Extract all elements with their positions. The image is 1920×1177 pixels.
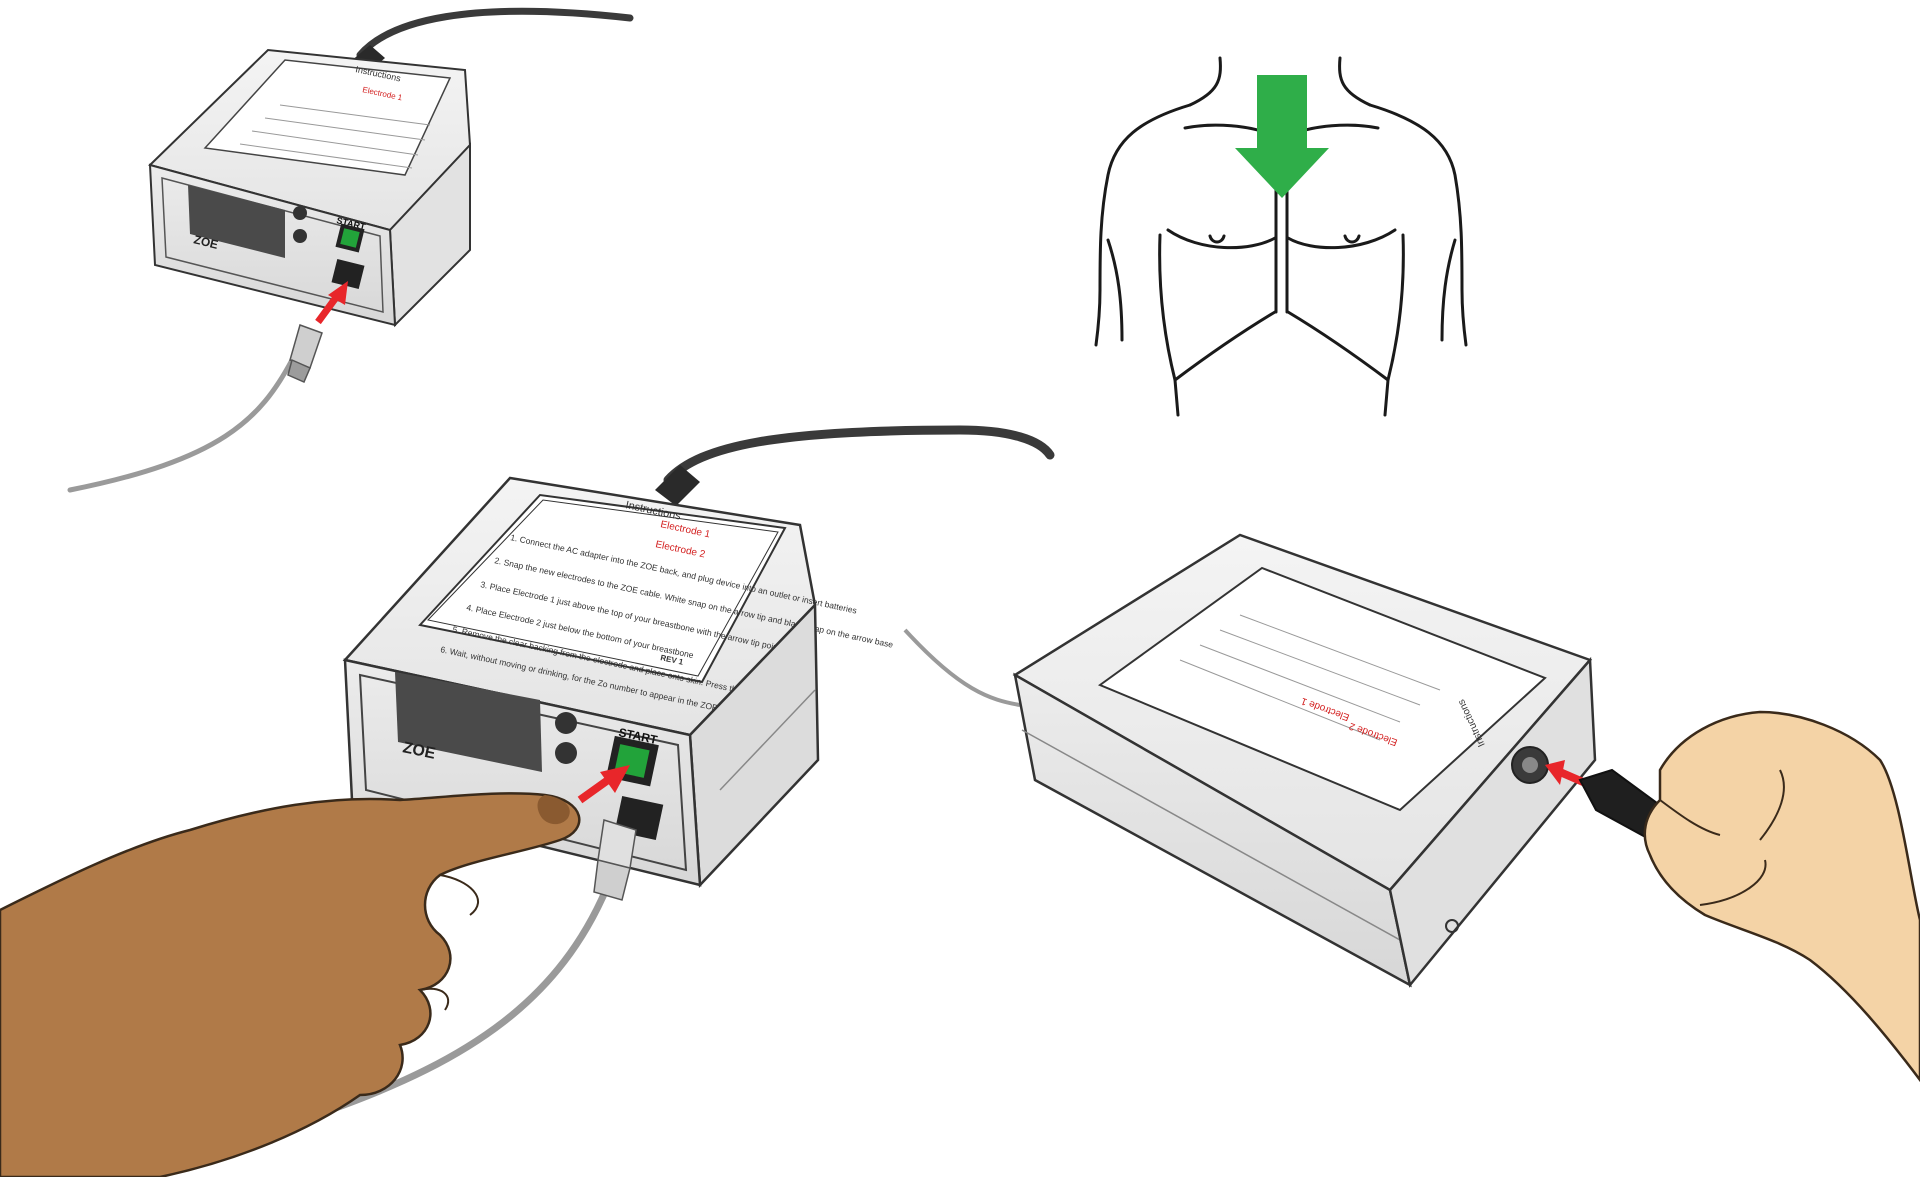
chest-diagram	[1094, 56, 1468, 417]
display-window-small	[188, 185, 285, 258]
display-window-large	[395, 672, 542, 772]
instruction-sheet-large	[418, 493, 787, 684]
instruction-sheet-rear	[1097, 566, 1547, 812]
power-cord	[356, 7, 634, 59]
power-cord-large	[663, 425, 1055, 485]
press-arrow-large	[577, 765, 630, 804]
device-small-top-left: Instructions Electrode 1 ZOE START	[67, 7, 634, 493]
brand-label-small: ZOE	[192, 232, 219, 252]
device-rear-right: Electrode 1 Electrode 2 Instructions	[903, 533, 1740, 988]
instruction-sheet-small	[203, 59, 452, 176]
start-button-small[interactable]	[340, 228, 360, 248]
sternum-down-arrow-icon	[1235, 75, 1329, 198]
insert-arrow-small	[315, 281, 348, 325]
brand-label-large: ZOE	[401, 739, 437, 763]
hand-holding-plug	[1643, 710, 1920, 1083]
sensor-cable-plug-small	[67, 324, 323, 493]
device-large-center: Instructions Electrode 1 Electrode 2 1. …	[326, 425, 1055, 1114]
hand-pressing-start	[0, 792, 581, 1177]
cable-port-small[interactable]	[331, 258, 365, 290]
